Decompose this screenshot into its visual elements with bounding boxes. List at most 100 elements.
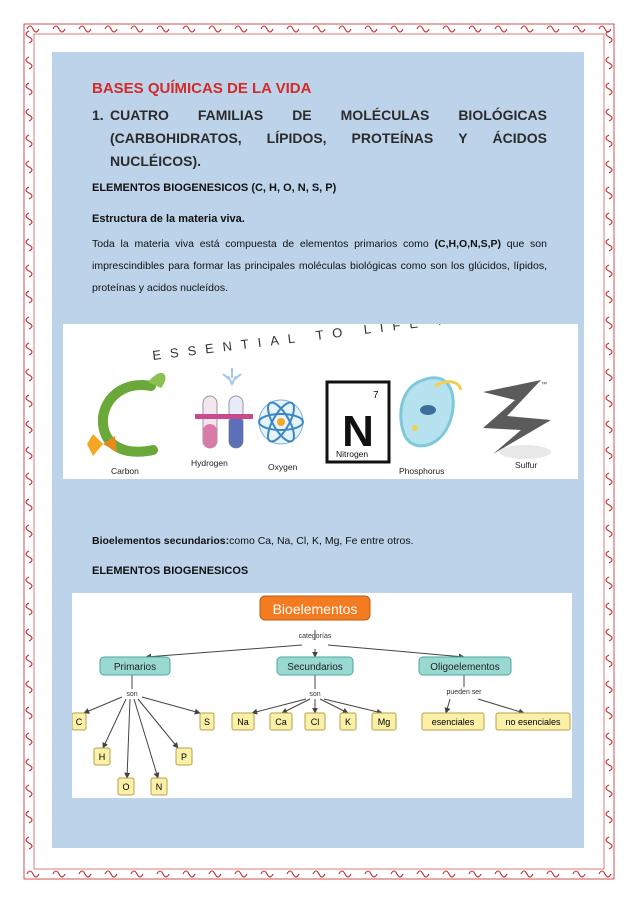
border-ornament [605,108,613,122]
border-ornament [25,160,33,174]
border-ornament [25,420,33,434]
border-ornament [286,25,300,33]
border-ornament [468,870,482,878]
heading-line-3: NUCLÉICOS). [92,150,547,173]
border-ornament [25,186,33,200]
border-ornament [605,342,613,356]
essential-elements-illustration: ESSENTIAL TO LIFE AT LGF 7 [63,301,578,479]
border-ornament [25,498,33,512]
border-ornament [25,758,33,772]
border-ornament [182,870,196,878]
estructura-label: Estructura de la materia viva. [92,213,245,225]
heading-word: (CARBOHIDRATOS, [110,130,242,146]
link-label-son: son [126,691,137,698]
leaf-secundario: K [345,717,351,727]
heading-number: 1. [92,107,104,123]
border-ornament [312,25,326,33]
border-ornament [605,576,613,590]
svg-text:Oligoelementos: Oligoelementos [430,662,499,673]
leaf-oligo: no esenciales [505,717,561,727]
border-ornament [25,342,33,356]
border-ornament [605,160,613,174]
link-label-son: son [309,691,320,698]
border-ornament [25,654,33,668]
border-ornament [130,25,144,33]
border-ornament [25,524,33,538]
border-ornament [605,56,613,70]
border-ornament [338,25,352,33]
border-ornament [605,290,613,304]
border-ornament [26,870,40,878]
border-ornament [25,264,33,278]
leaf-primario: P [181,752,187,762]
border-ornament [605,446,613,460]
border-ornament [78,870,92,878]
leaf-primario: N [156,782,163,792]
border-ornament [33,33,605,870]
border-ornament [605,498,613,512]
border-ornament [416,25,430,33]
border-ornament [25,108,33,122]
category-node-secundarios: Secundarios [276,656,354,676]
heading-word: PROTEÍNAS [351,130,434,146]
border-ornament [25,576,33,590]
primary-elements-list: (C,H,O,N,S,P) [434,238,501,250]
border-ornament [208,25,222,33]
border-ornament [25,810,33,824]
leaf-primario: H [99,752,106,762]
border-ornament [605,186,613,200]
heading-word: MOLÉCULAS [340,107,430,123]
link-label-pueden-ser: pueden ser [446,689,482,696]
nitrogen-icon: 7 N [325,380,391,464]
border-ornament [156,870,170,878]
border-ornament [52,870,66,878]
border-ornament [605,680,613,694]
border-ornament [26,25,40,33]
leaf-primario: C [76,717,83,727]
border-ornament [605,472,613,486]
border-ornament [25,394,33,408]
oligo-leaves [421,712,571,731]
leaf-secundario: Mg [378,717,391,727]
border-ornament [78,25,92,33]
border-ornament [104,870,118,878]
border-ornament [605,212,613,226]
concept-map-graphic: Bioelementos categorías Primarios Secund… [71,595,571,796]
border-ornament [234,870,248,878]
elementos-biogenesicos-label-2: ELEMENTOS BIOGENESICOS [92,565,249,577]
border-ornament [605,732,613,746]
heading-word: DE [292,107,312,123]
intro-paragraph: Toda la materia viva está compuesta de e… [92,238,547,294]
leaf-secundario: Cl [311,717,320,727]
border-ornament [312,870,326,878]
border-ornament [25,628,33,642]
nitrogen-atomic-number: 7 [373,390,379,401]
heading-word: Y [458,130,468,146]
svg-text:Primarios: Primarios [114,662,156,673]
border-ornament [208,870,222,878]
border-ornament [416,870,430,878]
leaf-secundario: Ca [275,717,287,727]
element-caption: Phosphorus [399,466,444,476]
border-ornament [605,784,613,798]
border-ornament [25,290,33,304]
border-ornament [605,654,613,668]
border-ornament [572,25,586,33]
secundarios-leaves [231,712,397,731]
border-ornament [390,25,404,33]
border-ornament [25,446,33,460]
heading-word: FAMILIAS [197,107,264,123]
border-ornament [364,870,378,878]
essential-banner: ESSENTIAL TO LIFE AT LGF [152,324,537,363]
essential-elements-graphic: ESSENTIAL TO LIFE AT LGF 7 [87,301,551,476]
leaf-primario: O [122,782,129,792]
border-ornament [25,472,33,486]
border-ornament [182,25,196,33]
border-ornament [605,836,613,850]
border-ornament [520,870,534,878]
border-ornament [605,420,613,434]
border-ornament [25,82,33,96]
oxygen-icon [258,399,304,445]
border-ornament [23,23,615,880]
border-ornament [234,25,248,33]
